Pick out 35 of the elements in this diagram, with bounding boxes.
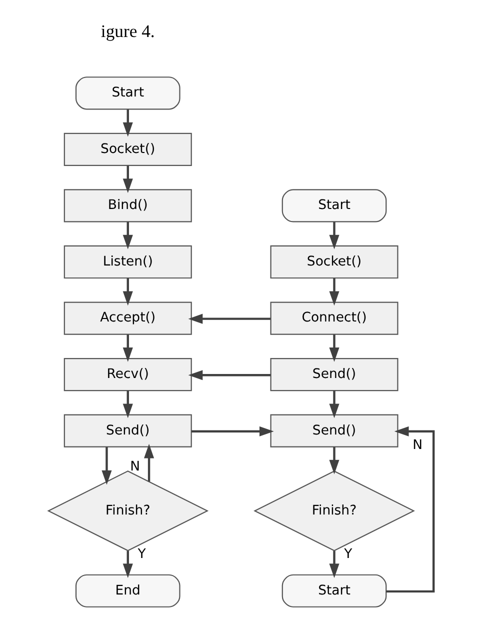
arrow — [188, 314, 271, 324]
arrow — [191, 426, 274, 436]
node-box: End — [75, 574, 180, 608]
node-box: Send() — [64, 414, 192, 448]
node-box: Bind() — [64, 189, 192, 222]
arrow — [329, 278, 340, 306]
arrow — [329, 222, 340, 250]
arrow — [144, 444, 154, 482]
arrow — [329, 447, 340, 474]
arrow — [102, 447, 112, 485]
node-box: Send() — [270, 414, 398, 448]
arrow — [329, 390, 340, 418]
arrow — [188, 370, 271, 380]
node-box: Listen() — [64, 245, 192, 279]
node-box: Connect() — [270, 302, 398, 335]
arrow — [122, 550, 133, 578]
node-box: Accept() — [64, 302, 192, 335]
arrow — [122, 278, 133, 306]
arrow — [122, 334, 133, 362]
arrow — [329, 334, 340, 362]
arrow — [329, 550, 340, 578]
label: igure 4. — [100, 21, 155, 42]
arrow — [122, 222, 133, 250]
arrow — [122, 109, 133, 137]
node-box: Send() — [270, 358, 398, 392]
node-box: Socket() — [270, 245, 398, 279]
arrow — [386, 426, 435, 593]
node-box: Start — [75, 76, 180, 110]
node-box: Start — [282, 189, 387, 222]
node-box: Start — [282, 574, 387, 608]
arrow — [122, 166, 133, 193]
node-box: Socket() — [64, 132, 192, 166]
edge-label: N — [412, 438, 423, 453]
arrow — [122, 390, 133, 418]
node-box: Recv() — [64, 358, 192, 392]
